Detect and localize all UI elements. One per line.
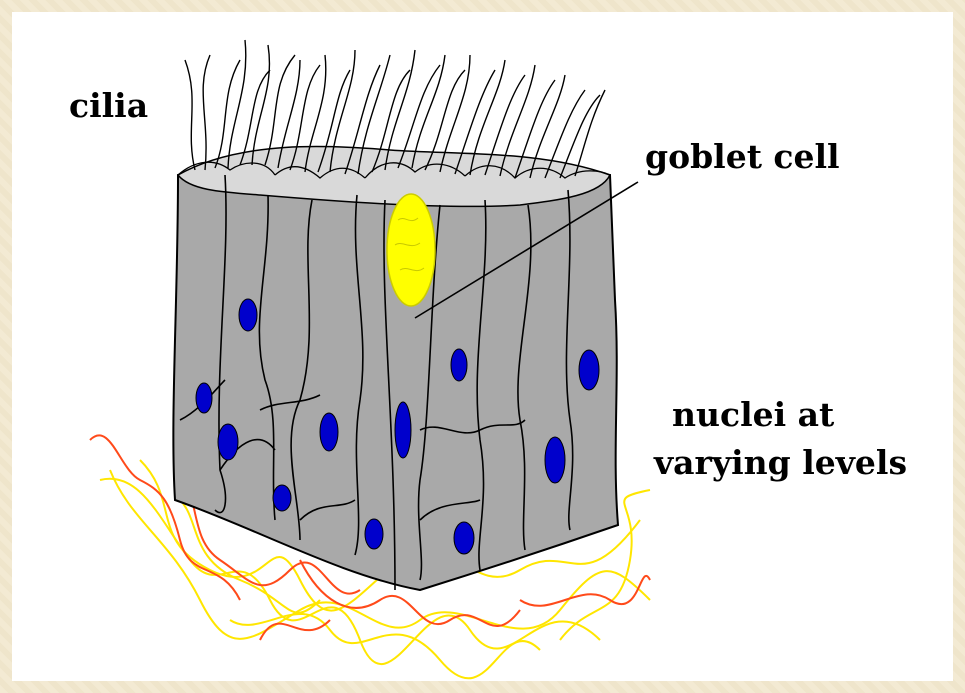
- nuclei-label-line2: varying levels: [654, 443, 907, 483]
- nucleus: [320, 413, 338, 451]
- nucleus: [273, 485, 291, 511]
- nucleus: [451, 349, 467, 381]
- nucleus: [395, 402, 411, 458]
- nucleus: [579, 350, 599, 390]
- nucleus: [454, 522, 474, 554]
- nucleus: [218, 424, 238, 460]
- red-fiber: [520, 576, 650, 606]
- cilia-label: cilia: [69, 86, 148, 126]
- nucleus: [196, 383, 212, 413]
- goblet-cell: [387, 194, 435, 306]
- nucleus: [239, 299, 257, 331]
- nucleus: [545, 437, 565, 483]
- nuclei-label-line1: nuclei at: [672, 395, 834, 435]
- nucleus: [365, 519, 383, 549]
- goblet-cell-label: goblet cell: [645, 137, 840, 177]
- red-fiber: [260, 620, 330, 640]
